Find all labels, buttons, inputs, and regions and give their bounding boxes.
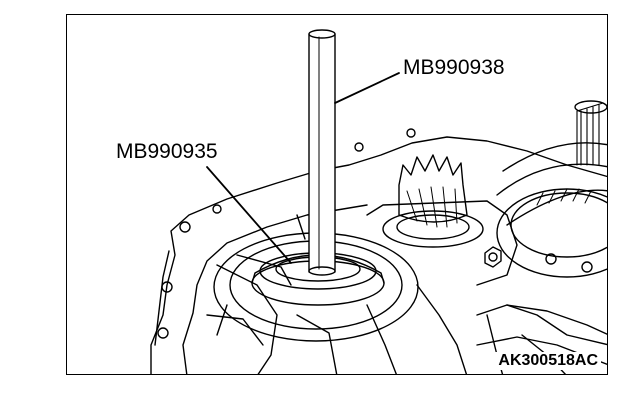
figure-id: AK300518AC: [495, 352, 601, 370]
shaft-housing: [506, 189, 607, 226]
rod-bottom-end: [308, 266, 336, 276]
leader-line-tool-installer: [206, 166, 292, 264]
shaft-housing: [502, 142, 607, 172]
hex-bolt: [488, 252, 498, 262]
case-rib: [506, 304, 607, 346]
gear-mount: [382, 210, 484, 248]
bolt-boss: [179, 221, 191, 233]
rod-top-end: [308, 29, 336, 39]
rod-shaft: [308, 33, 336, 273]
shaft-housing: [496, 163, 607, 196]
clutch-drum-inner: [510, 192, 607, 258]
bolt-boss: [161, 281, 173, 293]
bevel-gear: [398, 154, 468, 223]
case-outline: [150, 136, 607, 374]
figure-frame: MB990938 MB990935 AK300518AC: [66, 14, 608, 375]
case-rib: [296, 314, 338, 374]
label-tool-installer: MB990935: [114, 140, 220, 163]
gear-mount-inner: [396, 214, 470, 240]
bolt-boss: [157, 327, 169, 339]
hex-bolt: [581, 261, 593, 273]
case-inner-outline: [182, 204, 368, 374]
hex-bolt: [484, 246, 502, 268]
transaxle-illustration: [150, 29, 607, 374]
case-rib: [416, 284, 468, 374]
bolt-boss: [212, 204, 222, 214]
bolt-boss: [354, 142, 364, 152]
bolt-boss: [406, 128, 416, 138]
leader-line-tool-rod: [334, 72, 400, 104]
case-rib: [206, 314, 264, 346]
hex-bolt: [545, 253, 557, 265]
bevel-gear-teeth: [406, 186, 458, 228]
case-rib: [366, 304, 397, 374]
splined-shaft-top: [574, 100, 607, 114]
splined-shaft: [576, 102, 607, 166]
case-rib: [216, 264, 278, 374]
case-rib: [236, 254, 292, 286]
lower-housing: [476, 304, 607, 335]
label-tool-rod: MB990938: [401, 56, 507, 79]
case-rib: [296, 214, 306, 240]
case-flange: [154, 250, 170, 346]
shaft-teeth: [536, 188, 592, 206]
case-rib: [216, 304, 228, 336]
differential-housing: [366, 200, 518, 286]
